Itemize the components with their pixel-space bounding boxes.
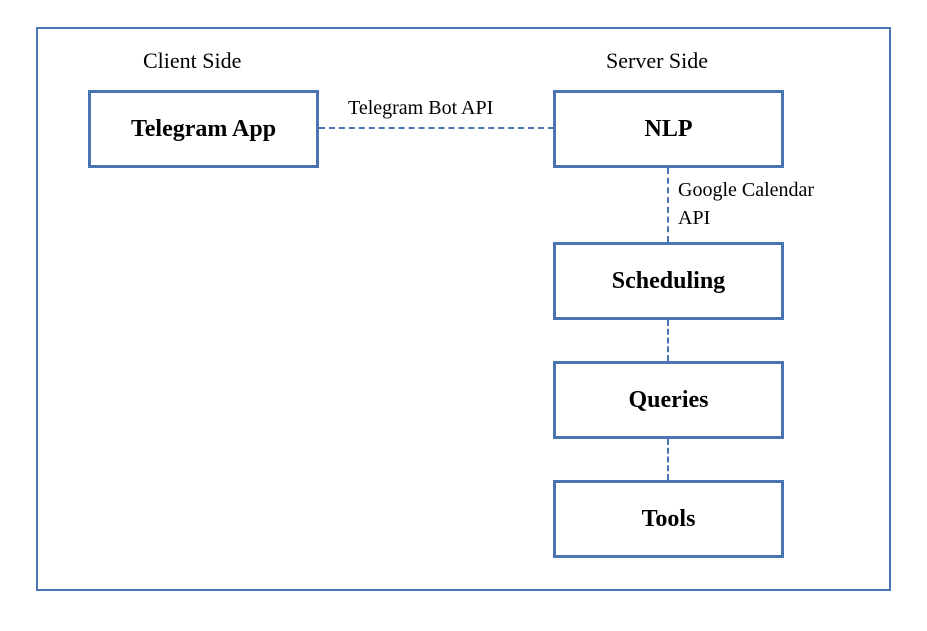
google-calendar-api-label-line1: Google Calendar [678, 179, 815, 201]
scheduling-to-queries-connector [667, 320, 669, 361]
server-side-label: Server Side [606, 48, 709, 73]
telegram-bot-api-label: Telegram Bot API [348, 97, 494, 119]
nlp-to-scheduling-connector [667, 168, 669, 242]
telegram-to-nlp-connector [319, 127, 554, 129]
scheduling-label: Scheduling [611, 267, 726, 294]
client-side-label: Client Side [143, 48, 242, 73]
google-calendar-api-label-line2: API [678, 207, 711, 229]
tools-label: Tools [641, 505, 696, 532]
queries-label: Queries [628, 386, 709, 413]
telegram-app-node: Telegram App [88, 90, 319, 168]
diagram-frame [36, 27, 891, 591]
queries-node: Queries [553, 361, 784, 439]
nlp-node: NLP [553, 90, 784, 168]
nlp-label: NLP [644, 115, 693, 142]
queries-to-tools-connector [667, 439, 669, 480]
scheduling-node: Scheduling [553, 242, 784, 320]
telegram-app-label: Telegram App [130, 115, 277, 142]
tools-node: Tools [553, 480, 784, 558]
